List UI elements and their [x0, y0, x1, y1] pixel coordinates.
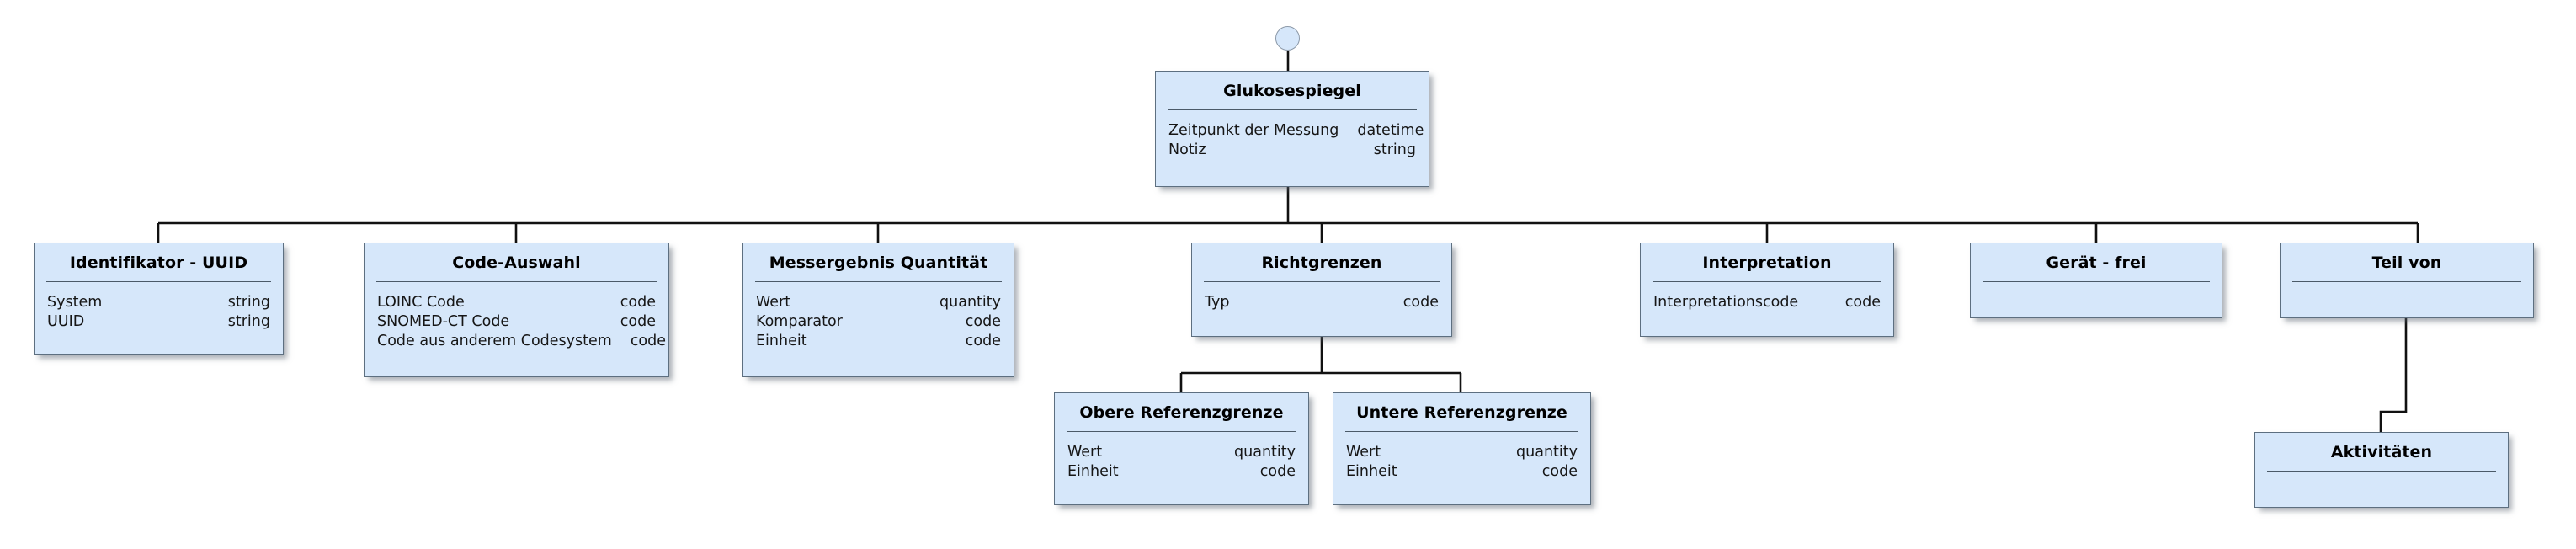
attribute-row: LOINC Code code — [377, 293, 656, 312]
class-box-interpretation[interactable]: Interpretation Interpretationscode code — [1640, 243, 1894, 337]
attribute-name: Wert — [756, 293, 791, 311]
attribute-row: Typ code — [1205, 293, 1439, 312]
class-divider — [1345, 430, 1578, 432]
attribute-name: Wert — [1346, 443, 1381, 461]
attribute-type: string — [227, 293, 270, 311]
attribute-name: Typ — [1205, 293, 1230, 311]
class-title-teil-von: Teil von — [2371, 253, 2442, 272]
attribute-type: code — [1259, 462, 1296, 480]
attribute-type: code — [1541, 462, 1578, 480]
class-attributes-code-auswahl: LOINC Code code SNOMED-CT Code code Code… — [365, 282, 668, 376]
attribute-row: UUID string — [47, 312, 270, 332]
attribute-row: Komparator code — [756, 312, 1001, 332]
class-box-glukosespiegel[interactable]: Glukosespiegel Zeitpunkt der Messung dat… — [1155, 71, 1429, 187]
attribute-name: Code aus anderem Codesystem — [377, 333, 612, 350]
attribute-type: quantity — [1234, 443, 1296, 461]
class-attributes-messergebnis: Wert quantity Komparator code Einheit co… — [743, 282, 1014, 376]
attribute-row: Notiz string — [1168, 141, 1416, 160]
class-divider — [1067, 430, 1296, 432]
class-box-richtgrenzen[interactable]: Richtgrenzen Typ code — [1191, 243, 1452, 337]
class-title-geraet-frei: Gerät - frei — [2046, 253, 2147, 272]
class-attributes-richtgrenzen: Typ code — [1192, 282, 1451, 336]
class-attributes-glukosespiegel: Zeitpunkt der Messung datetime Notiz str… — [1156, 110, 1429, 186]
attribute-row: Einheit code — [1346, 462, 1578, 482]
class-attributes-identifikator: System string UUID string — [35, 282, 283, 354]
class-title-identifikator-uuid: Identifikator - UUID — [69, 253, 248, 272]
class-box-obere-referenzgrenze[interactable]: Obere Referenzgrenze Wert quantity Einhe… — [1054, 392, 1309, 505]
attribute-type: code — [1402, 293, 1439, 311]
wire-teil-von-to-aktivitaeten — [2379, 318, 2408, 432]
attribute-type: string — [1373, 141, 1416, 158]
attribute-type: code — [620, 312, 656, 330]
attribute-name: System — [47, 293, 103, 311]
class-attributes-untere-referenzgrenze: Wert quantity Einheit code — [1333, 432, 1590, 504]
root-connector-circle — [1275, 26, 1300, 51]
class-title-aktivitaeten: Aktivitäten — [2330, 443, 2433, 461]
class-box-geraet-frei[interactable]: Gerät - frei — [1970, 243, 2222, 318]
class-divider — [46, 280, 271, 282]
attribute-row: Wert quantity — [756, 293, 1001, 312]
class-divider — [2292, 280, 2521, 282]
attribute-row: SNOMED-CT Code code — [377, 312, 656, 332]
class-divider — [1204, 280, 1440, 282]
class-box-identifikator-uuid[interactable]: Identifikator - UUID System string UUID … — [34, 243, 284, 355]
class-divider — [1983, 280, 2210, 282]
class-attributes-interpretation: Interpretationscode code — [1641, 282, 1893, 336]
class-box-messergebnis-quantitaet[interactable]: Messergebnis Quantität Wert quantity Kom… — [742, 243, 1014, 377]
class-box-teil-von[interactable]: Teil von — [2280, 243, 2534, 318]
attribute-row: Einheit code — [756, 332, 1001, 351]
class-title-glukosespiegel: Glukosespiegel — [1223, 82, 1361, 100]
attribute-name: Notiz — [1168, 141, 1206, 158]
attribute-name: Einheit — [1346, 462, 1397, 480]
class-attributes-geraet — [1971, 282, 2222, 317]
class-divider — [376, 280, 657, 282]
attribute-name: UUID — [47, 312, 85, 330]
attribute-type: code — [620, 293, 656, 311]
class-attributes-teil-von — [2281, 282, 2533, 317]
class-title-interpretation: Interpretation — [1702, 253, 1832, 272]
attribute-type: datetime — [1357, 121, 1424, 139]
attribute-row: Zeitpunkt der Messung datetime — [1168, 121, 1424, 141]
attribute-name: Wert — [1067, 443, 1103, 461]
attribute-name: Interpretationscode — [1653, 293, 1799, 311]
attribute-name: SNOMED-CT Code — [377, 312, 510, 330]
attribute-row: Code aus anderem Codesystem code — [377, 332, 666, 351]
attribute-type: quantity — [1516, 443, 1578, 461]
class-title-untere-referenzgrenze: Untere Referenzgrenze — [1356, 403, 1567, 422]
attribute-type: code — [630, 333, 667, 350]
attribute-name: Zeitpunkt der Messung — [1168, 121, 1339, 139]
class-divider — [1168, 109, 1417, 110]
attribute-name: Einheit — [756, 333, 807, 350]
attribute-name: LOINC Code — [377, 293, 465, 311]
attribute-type: quantity — [939, 293, 1001, 311]
attribute-row: System string — [47, 293, 270, 312]
attribute-type: code — [1844, 293, 1881, 311]
attribute-type: code — [965, 312, 1001, 330]
class-divider — [2267, 470, 2496, 472]
class-title-richtgrenzen: Richtgrenzen — [1261, 253, 1382, 272]
attribute-row: Wert quantity — [1346, 443, 1578, 462]
attribute-name: Komparator — [756, 312, 843, 330]
attribute-row: Wert quantity — [1067, 443, 1296, 462]
attribute-type: string — [227, 312, 270, 330]
class-title-code-auswahl: Code-Auswahl — [452, 253, 581, 272]
attribute-type: code — [965, 333, 1001, 350]
class-title-messergebnis-quantitaet: Messergebnis Quantität — [769, 253, 988, 272]
class-divider — [1653, 280, 1881, 282]
class-box-untere-referenzgrenze[interactable]: Untere Referenzgrenze Wert quantity Einh… — [1333, 392, 1591, 505]
class-box-aktivitaeten[interactable]: Aktivitäten — [2254, 432, 2509, 508]
class-attributes-aktivitaeten — [2255, 472, 2508, 507]
class-attributes-obere-referenzgrenze: Wert quantity Einheit code — [1055, 432, 1308, 504]
class-title-obere-referenzgrenze: Obere Referenzgrenze — [1079, 403, 1284, 422]
attribute-name: Einheit — [1067, 462, 1119, 480]
class-box-code-auswahl[interactable]: Code-Auswahl LOINC Code code SNOMED-CT C… — [364, 243, 669, 377]
class-divider — [755, 280, 1002, 282]
attribute-row: Interpretationscode code — [1653, 293, 1881, 312]
attribute-row: Einheit code — [1067, 462, 1296, 482]
